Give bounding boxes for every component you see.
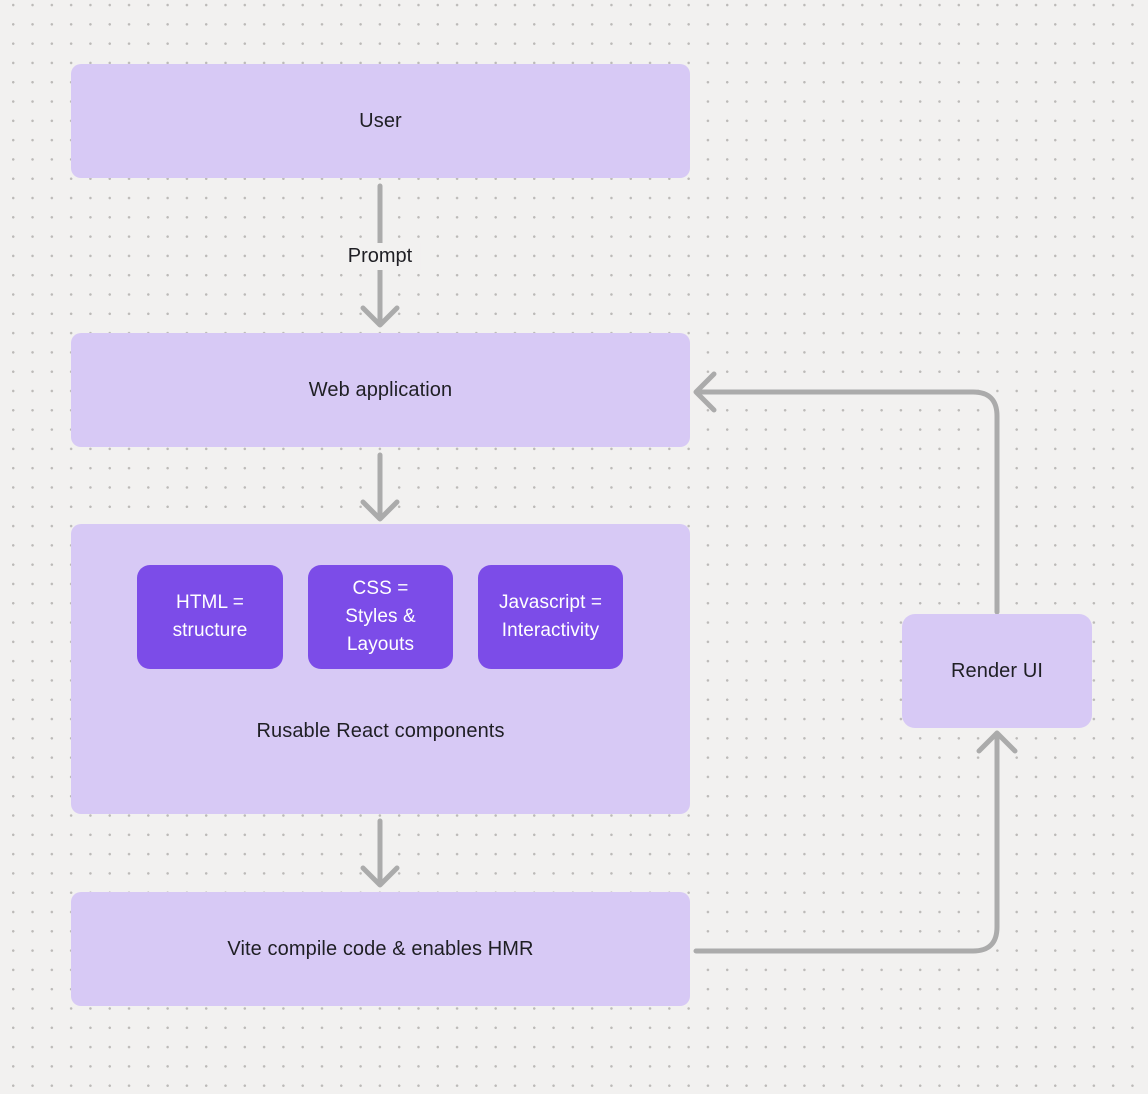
- edge-label-prompt[interactable]: Prompt: [338, 243, 422, 270]
- arrow-components-to-vite[interactable]: [360, 818, 400, 888]
- node-render-ui-label: Render UI: [950, 659, 1044, 682]
- node-html-component[interactable]: HTML = structure: [137, 565, 283, 669]
- arrowhead-down-icon: [360, 499, 400, 522]
- node-javascript-component-label: Javascript = Interactivity: [498, 592, 603, 641]
- node-user[interactable]: User: [71, 64, 690, 178]
- node-html-component-label: HTML = structure: [172, 592, 248, 641]
- arrow-webapp-to-components[interactable]: [360, 452, 400, 522]
- node-render-ui[interactable]: Render UI: [902, 614, 1092, 728]
- node-web-application-label: Web application: [308, 378, 453, 401]
- node-css-component-label: CSS = Styles & Layouts: [345, 578, 416, 655]
- node-vite[interactable]: Vite compile code & enables HMR: [71, 892, 690, 1006]
- arrow-renderui-to-webapp[interactable]: [693, 371, 1000, 615]
- arrow-vite-to-renderui[interactable]: [693, 730, 1018, 954]
- arrowhead-left-icon: [693, 371, 717, 413]
- node-vite-label: Vite compile code & enables HMR: [227, 937, 534, 960]
- arrowhead-down-icon: [360, 305, 400, 328]
- arrowhead-down-icon: [360, 865, 400, 888]
- node-react-components-group[interactable]: HTML = structure CSS = Styles & Layouts …: [71, 524, 690, 814]
- node-css-component[interactable]: CSS = Styles & Layouts: [308, 565, 453, 669]
- node-user-label: User: [359, 109, 402, 132]
- react-components-caption: Rusable React components: [256, 719, 505, 742]
- arrowhead-up-icon: [976, 730, 1018, 754]
- node-web-application[interactable]: Web application: [71, 333, 690, 447]
- node-javascript-component[interactable]: Javascript = Interactivity: [478, 565, 623, 669]
